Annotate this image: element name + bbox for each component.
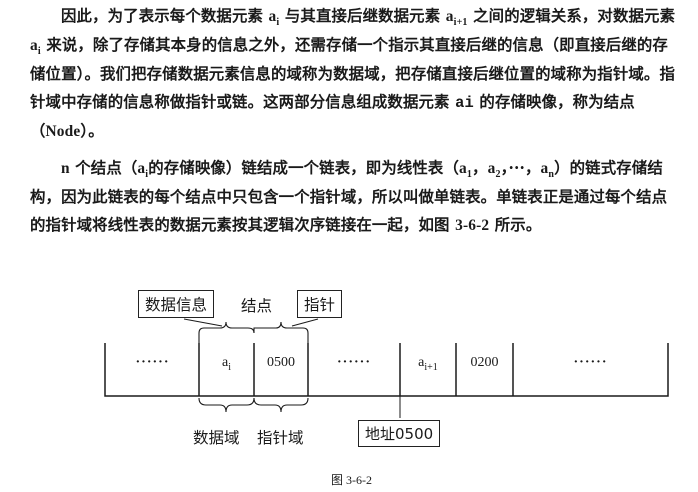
text-run: 与其直接后继数据元素: [284, 7, 441, 25]
symbol-a1: a1: [459, 160, 473, 181]
data-field-brace: [198, 397, 255, 413]
text-run: ）。: [80, 122, 104, 140]
text-run: 之间的逻辑关系，对数据元素: [473, 7, 676, 25]
label-node: 结点: [241, 297, 273, 315]
label-data-info: 数据信息: [138, 290, 215, 318]
text-run: 的存储映像）链结成一个链表，即为线性表（: [148, 159, 460, 177]
figure-reference: 3-6-2: [455, 217, 490, 234]
cell-pointer-0200: 0200: [470, 355, 499, 370]
label-address-0500: 地址0500: [358, 420, 441, 447]
cell-ellipsis: ······: [573, 355, 608, 370]
cell-ellipsis: ······: [135, 355, 170, 370]
cell-data-ai: ai: [222, 355, 231, 373]
symbol-ai-plus-1: ai+1: [445, 8, 468, 29]
symbol-n: n: [61, 160, 70, 177]
paragraph-node-definition: 因此，为了表示每个数据元素 ai 与其直接后继数据元素 ai+1 之间的逻辑关系…: [30, 2, 680, 146]
symbol-an: an: [540, 160, 555, 181]
text-run: 所示。: [494, 216, 542, 234]
list-outline: [104, 343, 669, 397]
cell-ellipsis: ······: [336, 355, 371, 370]
label-data-field: 数据域: [193, 429, 240, 447]
text-run: 的存储映像，称为结点（: [30, 93, 635, 140]
symbol-a2: a2: [487, 160, 501, 181]
symbol-ai: ai: [268, 8, 280, 29]
connector-data-info: [183, 318, 223, 327]
connector-pointer: [291, 318, 319, 327]
symbol-ai-plain: ai: [455, 94, 474, 112]
text-run: ）的链式存储结构，因为此链表的每个结点中只包含一个指针域，所以叫做单链表。单链表…: [30, 159, 668, 234]
label-pointer: 指针: [297, 290, 343, 318]
pointer-field-brace: [253, 397, 309, 413]
text-run: 来说，除了存储其本身的信息之外，还需存储一个指示其直接后继的信息（即直接后继的存…: [30, 36, 676, 111]
cell-data-ai-plus-1: ai+1: [418, 355, 438, 373]
symbol-ai: ai: [30, 37, 41, 58]
figure-caption: 图 3-6-2: [331, 473, 372, 487]
text-run: 个结点（: [75, 159, 138, 177]
term-node: Node: [45, 123, 81, 140]
symbol-ai: ai: [137, 160, 149, 181]
paragraph-linked-list: n 个结点（ai的存储映像）链结成一个链表，即为线性表（a1，a2，···，an…: [30, 159, 668, 234]
cell-pointer-0500: 0500: [267, 355, 295, 370]
label-pointer-field: 指针域: [257, 429, 304, 447]
node-top-brace: [198, 321, 309, 343]
text-run: 因此，为了表示每个数据元素: [61, 7, 264, 25]
